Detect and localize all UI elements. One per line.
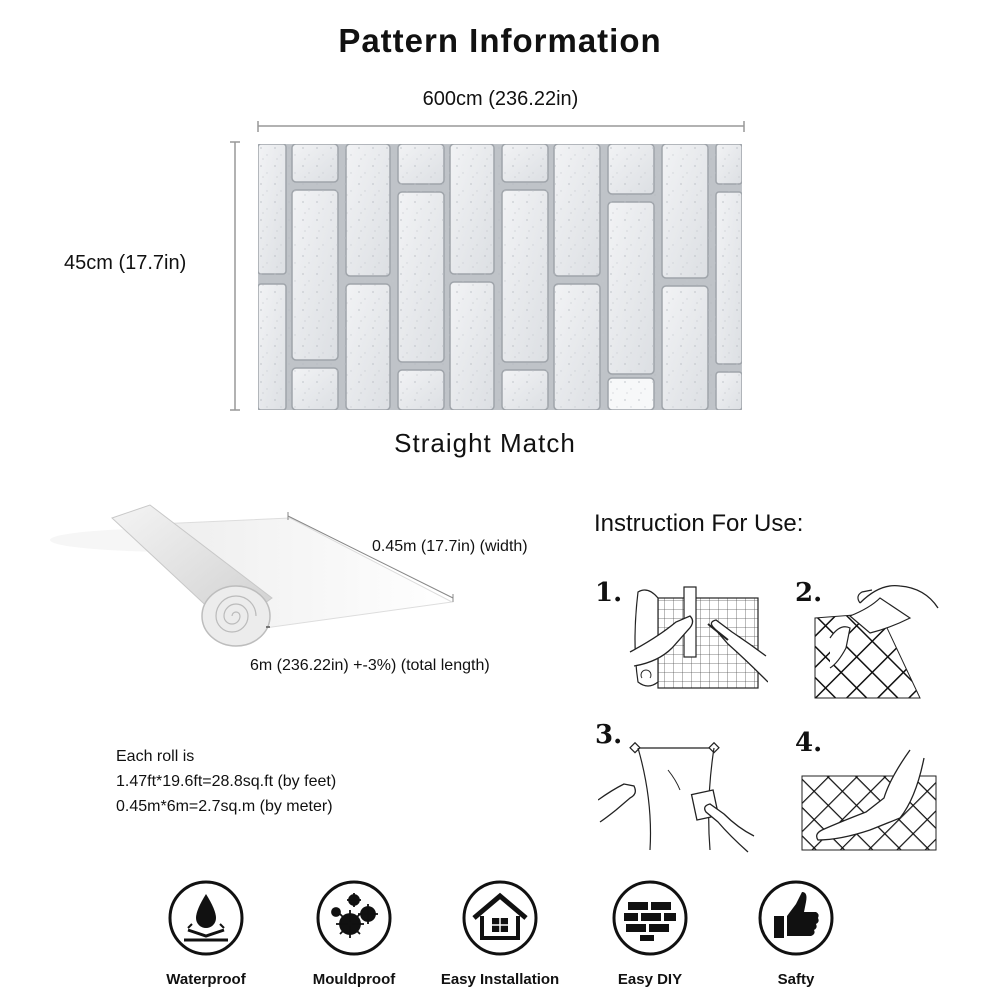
step-1-number: 1. (595, 578, 623, 608)
wallpaper-roll-illustration (50, 504, 454, 647)
pattern-height-label: 45cm (17.7in) (64, 252, 187, 274)
roll-width-label: 0.45m (17.7in) (width) (372, 538, 528, 555)
feature-label-mouldproof: Mouldproof (312, 971, 396, 988)
roll-length-label: 6m (236.22in) +-3%) (total length) (250, 657, 490, 674)
page-title: Pattern Information (338, 22, 662, 59)
water-drop-icon (168, 880, 244, 956)
brick-wall-icon (612, 880, 688, 956)
coverage-info: Each roll is 1.47ft*19.6ft=28.8sq.ft (by… (116, 744, 336, 819)
step-3-apply-illustration (598, 741, 755, 853)
pattern-width-label: 600cm (236.22in) (422, 88, 579, 110)
coverage-line-1: Each roll is (116, 748, 195, 765)
step-1-measure-cut-illustration (629, 586, 768, 689)
match-type-label: Straight Match (394, 428, 576, 458)
step-4-number: 4. (795, 728, 823, 758)
coverage-line-2: 1.47ft*19.6ft=28.8sq.ft (by feet) (116, 773, 337, 790)
feature-label-waterproof: Waterproof (166, 971, 246, 988)
feature-label-easy-diy: Easy DIY (617, 971, 683, 988)
step-2-peel-illustration (814, 584, 939, 699)
coverage-line-3: 0.45m*6m=2.7sq.m (by meter) (116, 798, 333, 815)
brick-pattern-image (258, 144, 742, 410)
house-icon (462, 880, 538, 956)
height-dimension-line (230, 141, 240, 411)
feature-safty: Safty (726, 878, 866, 988)
feature-easy-installation: Easy Installation (430, 878, 570, 988)
instructions-title: Instruction For Use: (594, 510, 804, 537)
mould-spores-icon (316, 880, 392, 956)
step-2-number: 2. (795, 578, 823, 608)
feature-waterproof: Waterproof (136, 878, 276, 988)
feature-easy-diy: Easy DIY (580, 878, 720, 988)
step-3-number: 3. (595, 720, 623, 750)
feature-mouldproof: Mouldproof (284, 878, 424, 988)
feature-label-easy-installation: Easy Installation (440, 971, 560, 988)
step-4-smooth-illustration (801, 749, 937, 851)
width-dimension-line (257, 121, 745, 132)
thumbs-up-icon (758, 880, 834, 956)
feature-label-safty: Safty (777, 971, 815, 988)
